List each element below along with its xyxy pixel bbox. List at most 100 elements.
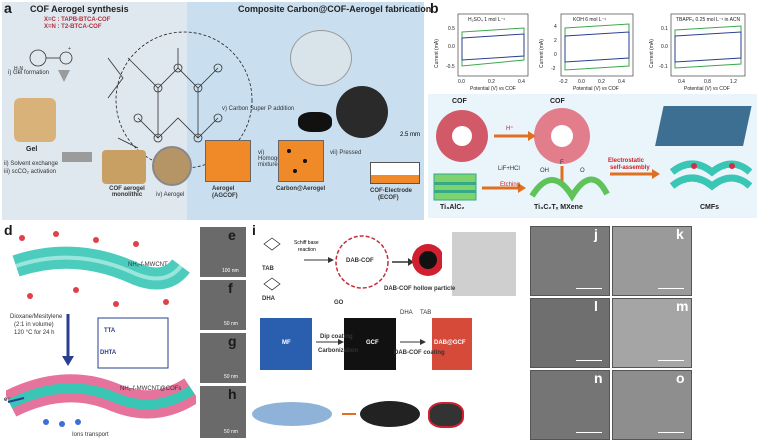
tem-scale-f: 50 nm [224, 321, 238, 327]
cv1-ytick-1: 0.0 [448, 44, 455, 50]
cv2-ytick-1: 2 [554, 38, 557, 44]
gel-label: Gel [26, 146, 38, 153]
sem-label-l: l [594, 298, 598, 314]
cv3-title: TBAPF₆ 0.25 mol L⁻¹ in ACN [676, 17, 741, 23]
panel-a-left-title: COF Aerogel synthesis [30, 4, 129, 14]
panel-d-label: d [4, 222, 13, 238]
electrostatic-label-1: Electrostatic [608, 158, 645, 164]
panel-a-right-title: Composite Carbon@COF-Aerogel fabrication [238, 4, 432, 14]
tem-image-e [200, 227, 246, 277]
dha2-label: DHA [400, 310, 413, 316]
tem-label-e: e [228, 227, 236, 243]
sem-image-l [530, 298, 610, 368]
solvent-label-3: 120 °C for 24 h [14, 330, 55, 336]
cv2-ylabel: Current (mA) [539, 39, 545, 68]
tem-image-h [200, 386, 246, 438]
arrow-bar [62, 152, 92, 162]
cv2-ytick-0: 4 [554, 24, 557, 30]
sem-image-m [612, 298, 692, 368]
sem-label-j: j [594, 226, 598, 242]
mxene-label: Ti₃C₂Tₓ MXene [534, 204, 583, 211]
svg-text:+: + [68, 46, 71, 52]
panel-d-diagram [6, 231, 196, 427]
cv2-ytick-3: -2 [551, 66, 556, 72]
step-pressed: vii) Pressed [330, 150, 362, 156]
cv3-xtick-2: 1.2 [730, 79, 737, 85]
sem-label-k: k [676, 226, 684, 242]
sem-label-m: m [676, 298, 689, 314]
group-oh: OH [540, 168, 549, 174]
tta-label: TTA [104, 328, 116, 334]
tab-label: TAB [262, 266, 274, 272]
product-label: NH₂-f-MWCNT@COFs [120, 386, 182, 392]
schiff-label-2: reaction [298, 247, 316, 253]
go-label: GO [334, 300, 344, 306]
cv2-xtick-1: 0.0 [578, 79, 585, 85]
dip-label: Dip coating [320, 334, 353, 340]
step-scco2: iii) scCO₂ activation [4, 169, 57, 175]
svg-text:H₂N: H₂N [14, 66, 24, 72]
dabgcf-label: DAB@GCF [434, 340, 466, 346]
scale-label: 2.5 mm [400, 132, 421, 138]
panel-c-diagram: H⁺ [433, 106, 753, 202]
solvent-label-2: (2:1 in volume) [14, 322, 54, 328]
carbonization-label: Carbonization [318, 348, 358, 354]
cof-name-1: X=C : TAPB-BTCA-COF [44, 17, 111, 23]
aerogel-circle-image [152, 146, 192, 186]
tab2-label: TAB [420, 310, 432, 316]
tem-label-g: g [228, 333, 237, 349]
cv1-title: H₂SO₄ 1 mol L⁻¹ [468, 17, 505, 23]
electron-label: e⁻ [4, 397, 11, 403]
ecof-label-2: (ECOF) [378, 195, 399, 201]
cv3-ytick-2: -0.1 [659, 64, 668, 70]
cv3-ytick-0: 0.1 [661, 26, 668, 32]
dabgcf-image [432, 318, 472, 370]
down-arrow-icon [58, 70, 70, 82]
step-aerogel: iv) Aerogel [156, 192, 185, 198]
cv2-title: KOH 6 mol L⁻¹ [573, 17, 606, 23]
agcof-label-1: Aerogel [212, 186, 235, 192]
dha-label: DHA [262, 296, 275, 302]
carbon-powder-image [298, 112, 332, 132]
cv3-ytick-1: 0.0 [661, 44, 668, 50]
cof-framework-diagram: H₂N + [14, 31, 253, 169]
cv-plots: H₂SO₄ 1 mol L⁻¹ 0.5 0.0 -0.5 0.0 0.2 0.4… [434, 13, 746, 92]
group-o: O [580, 168, 585, 174]
sem-scalebar-k [658, 288, 684, 289]
mwcnt-label: NH₂-f-MWCNT [128, 262, 168, 268]
cv3-xtick-1: 0.8 [704, 79, 711, 85]
cof-label-2: COF [550, 98, 565, 105]
dhta-label: DHTA [100, 350, 117, 356]
etch-top-label: LiF+HCl [498, 166, 520, 172]
ecof-vial [370, 162, 420, 184]
panel-a-label: a [4, 0, 12, 16]
tem-scale-g: 50 nm [224, 374, 238, 380]
dab-coating-label: DAB-COF coating [394, 350, 445, 356]
sem-scalebar-o [658, 432, 684, 433]
carbon-aerogel-label: Carbon@Aerogel [276, 186, 326, 192]
cv1-ylabel: Current (mA) [434, 39, 440, 68]
monolith-image [102, 150, 146, 184]
schiff-label-1: Schiff base [294, 240, 319, 246]
cof-label-1: COF [452, 98, 467, 105]
cof-name-2: X=N : T2-BTCA-COF [44, 24, 102, 30]
dab-cof-label: DAB-COF [346, 258, 374, 264]
ecof-label-1: COF-Electrode [370, 188, 413, 194]
dabgcf-fiber [428, 402, 464, 428]
electrode-disc-image [336, 86, 388, 138]
tem-label-f: f [228, 280, 233, 296]
panel-b-label: b [430, 0, 439, 16]
agcof-box [205, 140, 251, 182]
cv3-xlabel: Potential (V) vs COF [684, 86, 730, 92]
panel-i-diagram [252, 235, 442, 427]
tem-image-g [200, 333, 246, 383]
sem-image-k [612, 226, 692, 296]
gel-image [14, 98, 56, 142]
step-carbon: v) Carbon Super P addition [222, 106, 295, 112]
electrostatic-label-2: self-assembly [610, 165, 650, 171]
cmfs-label: CMFs [700, 204, 720, 211]
mf-label: MF [282, 340, 291, 346]
panel-i-label: i [252, 222, 256, 238]
tem-scale-e: 100 nm [222, 268, 239, 274]
hollow-structure-image [452, 232, 516, 296]
